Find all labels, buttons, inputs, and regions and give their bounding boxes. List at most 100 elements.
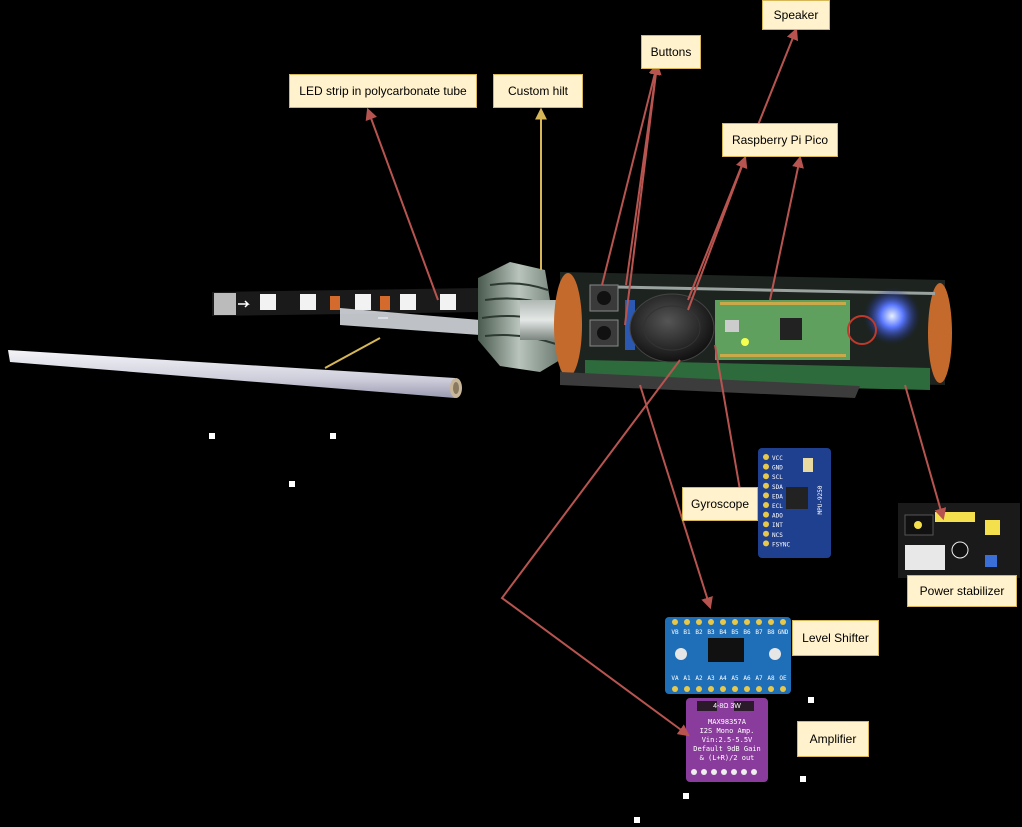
shifter-pin-hole: [720, 686, 726, 692]
led-strip: [212, 288, 480, 335]
label-pico: Raspberry Pi Pico: [722, 123, 838, 157]
arrow-pico-1: [687, 155, 748, 311]
shifter-pin-hole: [744, 619, 750, 625]
gyro-pin-label: FSYNC: [772, 541, 790, 548]
gyro-pins: VCC GND SCL SDA EDA ECL ADO INT NCS FSYNC MPU-9250: [763, 454, 824, 548]
arrow-gyroscope: [714, 344, 741, 491]
arrow-buttons-1: [601, 62, 661, 286]
arrow-led-strip: [365, 107, 439, 301]
gyro-pin-hole: [763, 482, 769, 489]
gyro-pin-hole: [763, 463, 769, 470]
shifter-pin-hole: [672, 686, 678, 692]
gyro-pin-label: ADO: [772, 513, 783, 520]
label-gyroscope: Gyroscope: [682, 487, 758, 521]
gyro-pin-hole: [763, 454, 769, 460]
amp-text-line: Vin:2.5-5.5V: [702, 736, 753, 744]
shifter-pin-label-top: B4: [719, 629, 727, 636]
shifter-pin-hole: [744, 686, 750, 692]
shifter-pin-label-bottom: A4: [719, 675, 727, 682]
amp-text-line: Default 9dB Gain: [693, 745, 760, 753]
gyro-pin-label: NCS: [772, 532, 783, 539]
gyroscope-module: VCC GND SCL SDA EDA ECL ADO INT NCS FSYNC MPU-9250: [758, 448, 831, 558]
arrow-buttons-3: [624, 64, 658, 326]
label-power-stabilizer: Power stabilizer: [907, 575, 1017, 607]
shifter-pin-hole: [756, 686, 762, 692]
shifter-pin-label-bottom: A6: [743, 675, 751, 682]
shifter-pin-label-top: GND: [778, 629, 789, 636]
amp-text-line: I2S Mono Amp.: [700, 727, 755, 735]
label-buttons: Buttons: [641, 35, 701, 69]
shifter-pin-hole: [696, 686, 702, 692]
gyro-pin-label: VCC: [772, 455, 783, 462]
shifter-pin-label-top: B6: [743, 629, 751, 636]
gyro-pin-label: SCL: [772, 474, 783, 481]
shifter-pin-hole: [708, 619, 714, 625]
background-specks: [209, 433, 814, 823]
gyro-pin-hole: [763, 530, 769, 537]
raspberry-pi-pico: [715, 300, 850, 360]
arrow-amplifier: [500, 359, 690, 737]
connector-arrows: [324, 27, 947, 737]
shifter-pin-label-bottom: A3: [707, 675, 715, 682]
gyro-pin-label: GND: [772, 465, 783, 472]
gyro-pin-hole: [763, 521, 769, 528]
shifter-pin-hole: [756, 619, 762, 625]
amp-text-line: & (L+R)/2 out: [700, 754, 755, 762]
gyro-pin-hole: [763, 492, 769, 499]
shifter-pin-hole: [720, 619, 726, 625]
gyro-pin-label: EDA: [772, 493, 783, 500]
shifter-pin-label-bottom: A7: [755, 675, 763, 682]
shifter-pin-label-top: B7: [755, 629, 763, 636]
gyro-pin-hole: [763, 502, 769, 508]
shifter-pin-label-bottom: A8: [767, 675, 775, 682]
shifter-pin-hole: [696, 619, 702, 625]
shifter-pin-label-bottom: A5: [731, 675, 739, 682]
arrow-pico-2: [769, 155, 804, 301]
shifter-pin-hole: [780, 619, 786, 625]
shifter-pin-label-bottom: A2: [695, 675, 703, 682]
label-led-strip: LED strip in polycarbonate tube: [289, 74, 477, 108]
amp-text-line: MAX98357A: [708, 718, 747, 726]
blue-led-glow: [847, 288, 920, 345]
gyro-pin-hole: [763, 540, 769, 547]
label-speaker: Speaker: [762, 0, 830, 30]
label-amplifier: Amplifier: [797, 721, 869, 757]
arrow-tube: [324, 337, 381, 369]
label-level-shifter: Level Shifter: [792, 620, 879, 656]
shifter-pin-label-top: B1: [683, 629, 691, 636]
shifter-pin-label-top: B2: [695, 629, 703, 636]
shifter-pin-hole: [732, 619, 738, 625]
gyro-pin-label: ECL: [772, 503, 783, 510]
gyro-chip-label: MPU-9250: [817, 485, 824, 514]
gyro-pin-label: INT: [772, 522, 783, 529]
hilt-cone: [478, 262, 560, 372]
shifter-pin-label-bottom: VA: [671, 675, 679, 682]
shifter-pin-hole: [732, 686, 738, 692]
arrow-power-stabilizer: [904, 384, 947, 521]
shifter-pin-label-bottom: A1: [683, 675, 691, 682]
polycarbonate-tube: [8, 350, 462, 398]
shifter-pin-label-top: B5: [731, 629, 739, 636]
shifter-pin-hole: [780, 686, 786, 692]
shifter-pin-hole: [672, 619, 678, 625]
shifter-pin-hole: [684, 686, 690, 692]
gyro-pin-label: SDA: [772, 484, 783, 491]
gyro-pin-hole: [763, 511, 769, 518]
push-buttons: [589, 284, 619, 347]
label-custom-hilt: Custom hilt: [493, 74, 583, 108]
speaker: [625, 293, 715, 363]
shifter-pin-label-top: B8: [767, 629, 775, 636]
gyro-pin-hole: [763, 473, 769, 480]
arrow-level-shifter: [639, 384, 713, 610]
shifter-pin-label-bottom: OE: [779, 675, 787, 682]
shifter-pin-label-top: VB: [671, 629, 679, 636]
shifter-pin-hole: [768, 619, 774, 625]
shifter-pin-label-top: B3: [707, 629, 715, 636]
shifter-pin-hole: [708, 686, 714, 692]
shifter-pin-hole: [768, 686, 774, 692]
